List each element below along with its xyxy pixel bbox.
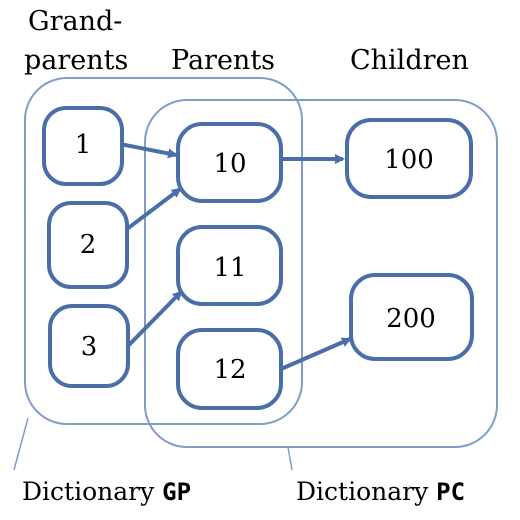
header-grandparents-line1: Grand- — [28, 6, 123, 37]
header-parents: Parents — [171, 45, 276, 76]
node-200-label: 200 — [386, 304, 436, 334]
dictionary-pc-leader — [287, 446, 293, 471]
node-1-label: 1 — [75, 130, 92, 160]
dictionary-gp-prefix: Dictionary — [22, 477, 163, 506]
node-10-label: 10 — [213, 149, 246, 179]
node-3-label: 3 — [81, 332, 98, 362]
node-10: 10 — [176, 122, 283, 203]
dictionary-gp-name: GP — [162, 478, 192, 506]
node-100-label: 100 — [384, 145, 434, 175]
dictionary-pc-label: Dictionary PC — [296, 479, 465, 504]
node-11-label: 11 — [213, 253, 246, 283]
edge-2-to-10 — [121, 187, 182, 234]
header-children: Children — [350, 45, 469, 76]
dictionary-gp-region — [24, 77, 303, 425]
node-11: 11 — [176, 225, 283, 306]
dictionary-gp-label: Dictionary GP — [22, 479, 191, 504]
node-3: 3 — [48, 304, 130, 388]
edge-1-to-10 — [119, 142, 178, 159]
node-2: 2 — [47, 201, 129, 289]
header-grandparents-line2: parents — [24, 45, 129, 76]
node-12: 12 — [176, 328, 283, 410]
node-12-label: 12 — [213, 355, 246, 385]
edge-3-to-11 — [125, 290, 183, 349]
dictionary-pc-prefix: Dictionary — [296, 477, 437, 506]
node-200: 200 — [349, 273, 474, 361]
node-100: 100 — [345, 118, 473, 199]
dictionary-pc-region — [144, 99, 498, 448]
node-2-label: 2 — [80, 230, 97, 260]
edge-12-to-200 — [280, 337, 352, 371]
dictionary-gp-leader — [13, 417, 29, 471]
node-1: 1 — [42, 106, 124, 186]
dictionary-pc-name: PC — [436, 478, 466, 506]
